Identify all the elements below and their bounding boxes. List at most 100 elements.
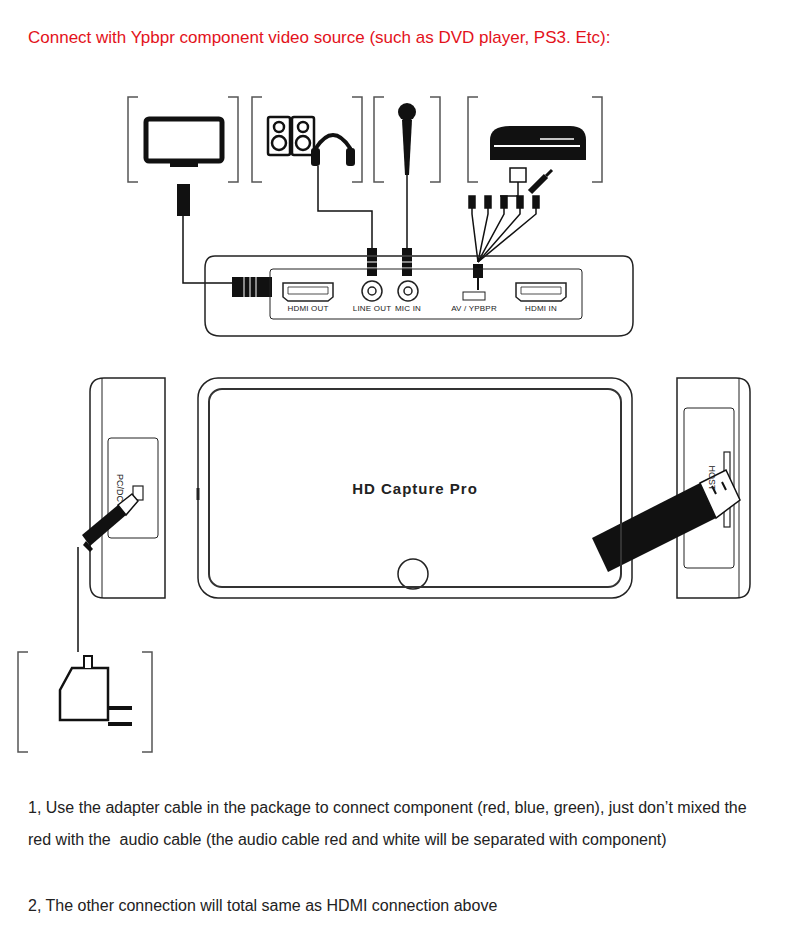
ypbpr-cable (517, 196, 523, 208)
hdmi-cable (244, 277, 256, 297)
hdmi-cable (177, 184, 190, 216)
mic-cable (406, 175, 408, 250)
ypbpr-cable (469, 196, 475, 208)
bracket (18, 97, 602, 752)
headphone-icon (311, 135, 355, 166)
dc-plug (82, 505, 126, 546)
line-out-cable (318, 166, 372, 250)
port-label: HDMI IN (525, 304, 557, 313)
instruction-note: 2, The other connection will total same … (28, 890, 768, 922)
device-front-panel (205, 256, 633, 336)
device-front-panel (521, 287, 561, 294)
bracket (252, 97, 362, 182)
ypbpr-cable (530, 176, 546, 192)
dc-plug (83, 541, 93, 552)
bracket (468, 97, 602, 182)
tv-icon (170, 161, 198, 167)
device-front-panel (288, 287, 328, 294)
tv-icon (146, 119, 222, 161)
device-front-panel (362, 281, 382, 301)
speaker-icon (298, 122, 308, 132)
port-label: AV / YPBPR (451, 304, 497, 313)
device-front-panel (404, 287, 412, 295)
headphone-icon (316, 135, 350, 160)
speaker-icon (292, 117, 314, 155)
usb-stick (592, 470, 740, 572)
device-left-side (90, 378, 165, 598)
device-left-side (90, 378, 165, 598)
ypbpr-cable (517, 182, 519, 196)
usb-stick (700, 470, 740, 518)
device-right-side (677, 378, 750, 598)
mic-cable (402, 175, 412, 276)
speaker-icon (268, 117, 314, 155)
hdmi-cable (232, 277, 272, 297)
device-front-panel (398, 281, 418, 301)
hdmi-cable (183, 216, 234, 283)
ypbpr-cable (533, 196, 539, 208)
line-out-cable (367, 256, 377, 268)
device-front-panel (270, 269, 582, 319)
ypbpr-cable (478, 206, 536, 262)
device-front-panel (463, 292, 485, 300)
line-out-cable (367, 248, 377, 276)
dvd-player-icon (494, 145, 580, 147)
ypbpr-cable (546, 170, 552, 176)
microphone-icon (402, 120, 412, 175)
device-right-side (739, 378, 740, 598)
usb-stick (592, 483, 716, 572)
device-front-panel (205, 256, 633, 336)
port-label: LINE OUT (353, 304, 392, 313)
instruction-note: 1, Use the adapter cable in the package … (28, 792, 768, 856)
device-front-panel (283, 283, 333, 301)
dc-plug (77, 547, 79, 652)
bracket (374, 97, 440, 182)
headphone-icon (346, 148, 355, 166)
ypbpr-cable (485, 196, 491, 208)
headphone-icon (311, 148, 320, 166)
ypbpr-cable (510, 168, 526, 182)
ypbpr-cable (501, 196, 507, 208)
bracket (128, 97, 238, 182)
mic-cable (402, 248, 412, 276)
device-front-panel (368, 287, 376, 295)
device-top-panel: HD Capture Pro (208, 388, 622, 588)
power-adapter (60, 668, 108, 720)
ypbpr-cable (473, 264, 483, 278)
device-right-side (677, 378, 750, 598)
side-port-label: PC/DC (115, 474, 125, 502)
dc-plug (78, 494, 138, 652)
microphone-icon (398, 103, 416, 175)
mic-cable (402, 256, 412, 268)
power-adapter (108, 708, 132, 724)
port-label: MIC IN (395, 304, 421, 313)
ypbpr-cable (469, 196, 539, 262)
ypbpr-cable (478, 206, 504, 262)
device-front-panel (516, 283, 566, 301)
ypbpr-cable (500, 195, 518, 197)
line-out-cable (318, 166, 377, 276)
bracket (18, 652, 152, 752)
ypbpr-cable (472, 206, 478, 262)
ypbpr-cable (478, 206, 520, 262)
device-top (198, 378, 632, 598)
side-port-label: HOST (707, 465, 717, 490)
ypbpr-cable (469, 168, 552, 290)
port-label: HDMI OUT (287, 304, 328, 313)
tv-icon (146, 119, 222, 167)
heading: Connect with Ypbpr component video sourc… (28, 28, 610, 48)
power-adapter (60, 656, 132, 724)
speaker-icon (272, 136, 286, 150)
product-name: HD Capture Pro (352, 480, 478, 497)
device-top (398, 559, 428, 589)
microphone-icon (398, 103, 416, 121)
speaker-icon (274, 122, 284, 132)
dvd-player-icon (490, 126, 586, 160)
speaker-icon (268, 117, 290, 155)
dvd-player-icon (540, 138, 574, 140)
hdmi-cable (177, 184, 272, 297)
power-adapter (84, 656, 92, 668)
speaker-icon (296, 136, 310, 150)
